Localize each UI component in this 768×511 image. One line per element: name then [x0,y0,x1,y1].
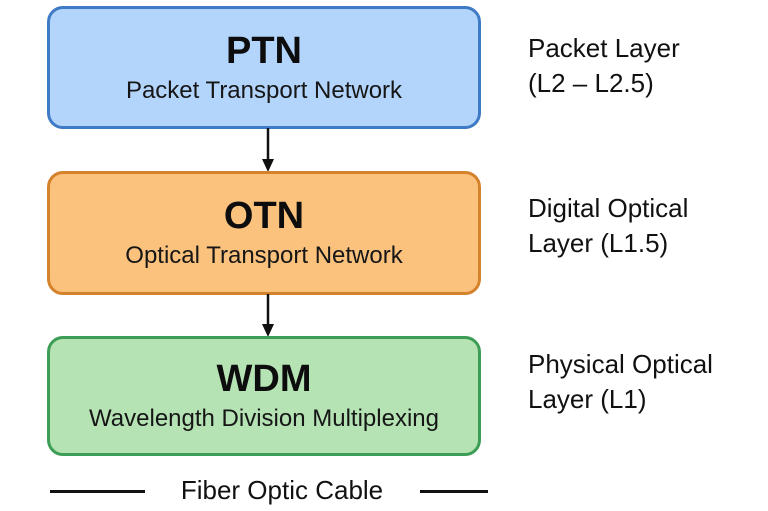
otn-layer-label: Digital Optical Layer (L1.5) [528,191,688,261]
ptn-subtitle: Packet Transport Network [125,77,403,104]
wdm-layer-label-line2: Layer (L1) [528,384,647,414]
ptn-title: PTN [226,30,302,72]
wdm-title: WDM [216,358,312,400]
wdm-layer-box: WDM Wavelength Division Multiplexing [47,336,481,456]
otn-layer-label-line2: Layer (L1.5) [528,228,669,258]
wdm-subtitle: Wavelength Division Multiplexing [89,405,439,432]
otn-subtitle: Optical Transport Network [125,242,403,269]
ptn-layer-label: Packet Layer (L2 – L2.5) [528,31,680,101]
fiber-optic-cable-label: Fiber Optic Cable [180,475,384,505]
ptn-layer-label-line2: (L2 – L2.5) [528,68,654,98]
ptn-layer-label-line1: Packet Layer [528,33,680,63]
fiber-line-right [420,490,488,493]
otn-layer-box: OTN Optical Transport Network [47,171,481,295]
fiber-line-left [50,490,145,493]
otn-title: OTN [223,195,305,237]
arrow-down-icon [260,128,276,172]
ptn-layer-box: PTN Packet Transport Network [47,6,481,129]
wdm-layer-label-line1: Physical Optical [528,349,713,379]
wdm-layer-label: Physical Optical Layer (L1) [528,347,713,417]
otn-layer-label-line1: Digital Optical [528,193,689,223]
arrow-down-icon [260,294,276,337]
